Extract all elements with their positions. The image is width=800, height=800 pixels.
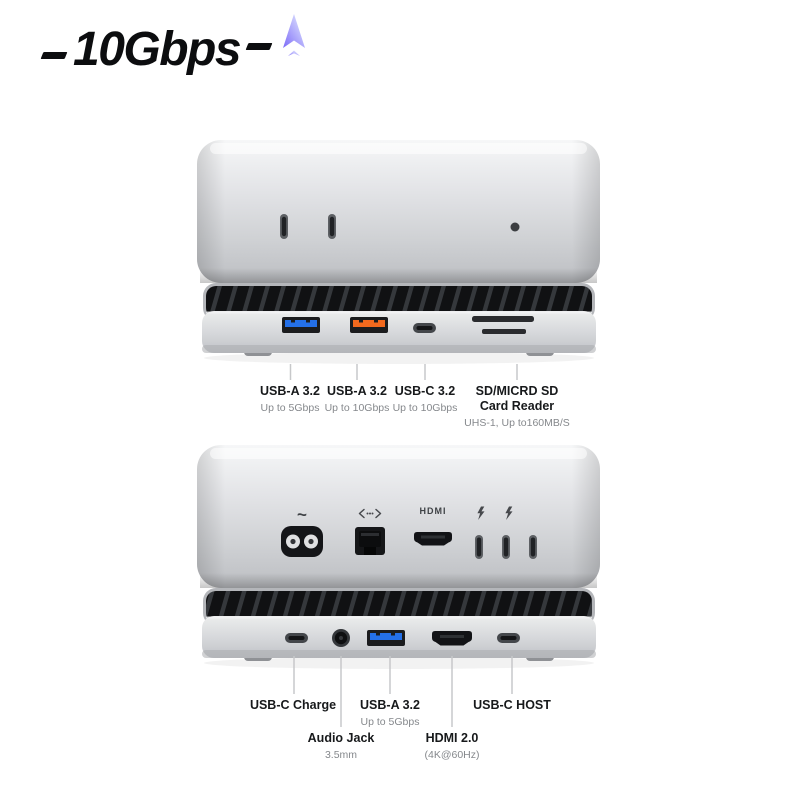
ground-shadow	[204, 352, 594, 364]
hdmi-label-text: HDMI	[420, 506, 447, 516]
audio-jack-port	[332, 629, 350, 647]
hdmi-port-hub	[432, 631, 472, 646]
leader-lines-front	[289, 364, 518, 380]
port-label-sub: (4K@60Hz)	[424, 748, 480, 761]
usb-c-host-port	[497, 633, 520, 643]
ground-shadow	[204, 657, 594, 669]
usb-c-port-front	[413, 323, 436, 333]
port-label-usb-c-10g: USB-C 3.2 Up to 10Gbps	[350, 384, 500, 414]
port-label-usb-a-rear: USB-A 3.2 Up to 5Gbps	[315, 698, 465, 728]
port-label-sub: 3.5mm	[324, 748, 358, 761]
port-label-hdmi: HDMI 2.0 (4K@60Hz)	[377, 731, 527, 761]
port-label-sub: Up to 10Gbps	[324, 401, 390, 414]
port-label-title: USB-A 3.2	[327, 384, 387, 398]
speed-dash-right	[245, 42, 273, 50]
port-label-title: SD/MICRD SD	[475, 384, 559, 398]
port-label-sub: Up to 10Gbps	[392, 401, 458, 414]
port-label-title: USB-C Charge	[249, 698, 337, 712]
port-label-usb-c-host: USB-C HOST	[437, 698, 587, 713]
ethernet-icon	[358, 508, 382, 519]
hub-rear	[202, 588, 596, 661]
port-label-audio-jack: Audio Jack 3.5mm	[266, 731, 416, 761]
ethernet-port	[355, 527, 385, 555]
usb-c-charge-port	[285, 633, 308, 643]
hdmi-port-mini	[414, 532, 452, 546]
hub-vent-fins	[206, 591, 592, 623]
hub-vent-fins	[206, 286, 592, 318]
mini-power-led	[510, 222, 520, 232]
port-label-usb-a-5g: USB-A 3.2 Up to 5Gbps	[215, 384, 365, 414]
port-label-usb-c-charge: USB-C Charge	[218, 698, 368, 713]
microsd-card-slot	[482, 329, 526, 334]
speed-dash-left	[40, 51, 68, 59]
mini-front-usbc-ports	[280, 214, 336, 239]
hub-front	[202, 283, 596, 356]
thunderbolt-ports	[475, 535, 537, 559]
usb-a-port-orange	[350, 317, 388, 333]
device-front-view	[197, 140, 600, 380]
usb-a-port-rear-blue	[367, 630, 405, 646]
port-label-title: USB-A 3.2	[360, 698, 420, 712]
device-rear-view: ~ HDMI	[197, 445, 600, 727]
port-label-title: HDMI 2.0	[425, 731, 479, 745]
port-label-title2: Card Reader	[479, 398, 555, 413]
usb-a-port-blue	[282, 317, 320, 333]
mini-body-rear	[197, 445, 600, 588]
speed-arrow-icon	[277, 13, 311, 62]
port-label-title: Audio Jack	[307, 731, 375, 745]
port-label-sub: Up to 5Gbps	[360, 715, 420, 728]
sd-card-slot	[472, 316, 534, 322]
thunderbolt-icons	[477, 506, 513, 520]
mini-body-front	[197, 140, 600, 283]
power-symbol: ~	[297, 505, 307, 524]
speed-title: 10Gbps	[73, 23, 242, 76]
power-inlet-port	[281, 526, 323, 557]
port-label-title: USB-C 3.2	[394, 384, 456, 398]
port-label-title: USB-A 3.2	[260, 384, 320, 398]
port-label-sub: Up to 5Gbps	[260, 401, 320, 414]
port-label-title: USB-C HOST	[473, 698, 551, 712]
port-label-usb-a-10g: USB-A 3.2 Up to 10Gbps	[282, 384, 432, 414]
port-label-sub: UHS-1, Up to160MB/S	[464, 416, 570, 429]
leader-lines-rear	[293, 656, 513, 727]
port-label-card-reader: SD/MICRD SD Card Reader UHS-1, Up to160M…	[442, 384, 592, 429]
speed-banner: 10Gbps	[40, 13, 311, 76]
